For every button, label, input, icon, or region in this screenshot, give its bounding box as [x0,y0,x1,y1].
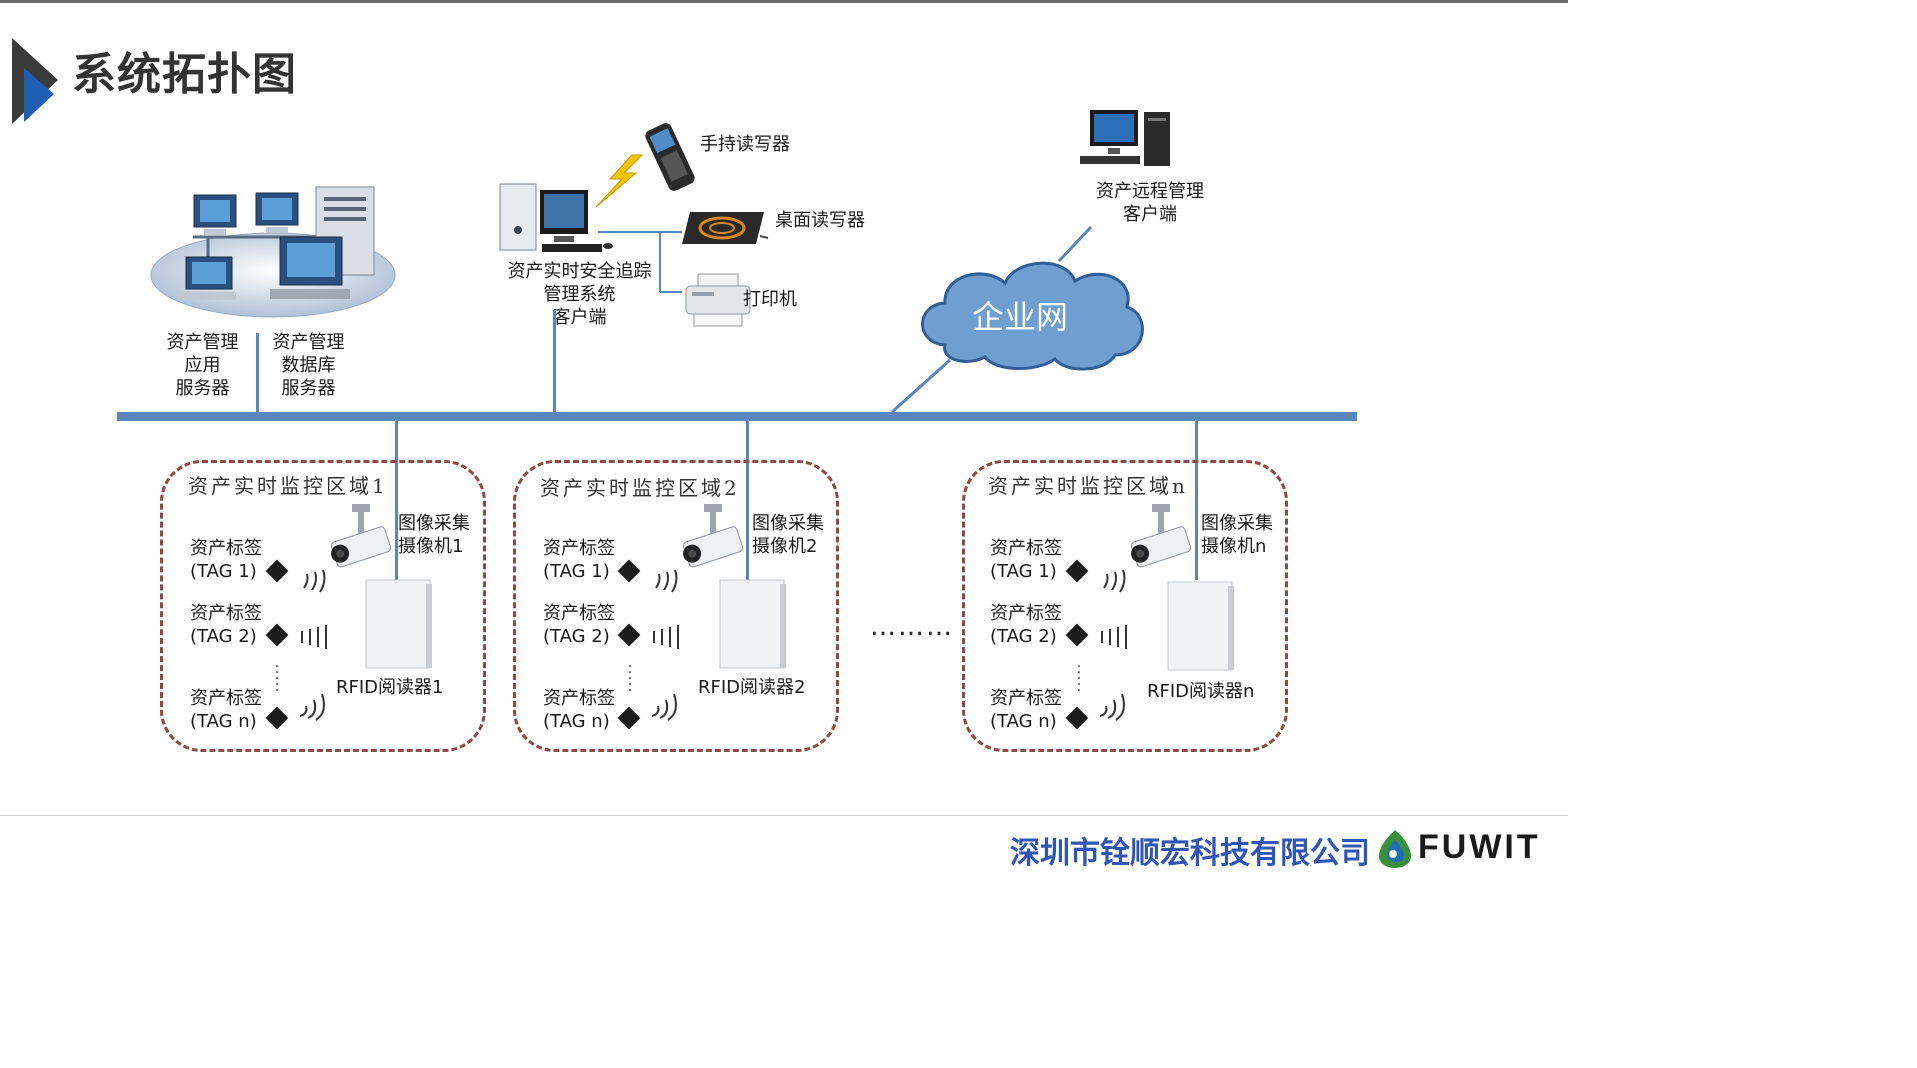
desktop-reader-icon [682,212,769,244]
monitoring-zone-n [962,460,1288,752]
signal-waves-icon [301,625,327,649]
rfid-reader-label: RFID阅读器1 [336,677,444,698]
zone-title: 资产实时监控区域1 [188,474,388,498]
handheld-label: 手持读写器 [700,134,790,155]
tag-chip-icon [265,623,289,647]
zone-title: 资产实时监控区域2 [540,476,740,500]
cloud-label: 企业网 [971,298,1068,336]
asset-tag-id: (TAG 1) [543,561,610,582]
enterprise-network-cloud-icon [921,261,1144,371]
remote-computer-icon [1080,110,1170,166]
top-rule [0,0,1568,3]
asset-tag-id: (TAG n) [543,711,610,732]
camera-label: 图像采集 摄像机1 [398,513,470,557]
signal-waves-icon [303,569,326,593]
asset-tag-label: 资产标签 [543,688,615,709]
asset-tag-label: 资产标签 [190,538,262,559]
more-zones-ellipsis: ……… [870,612,954,642]
asset-tag-label: 资产标签 [990,688,1062,709]
zone-title: 资产实时监控区域n [988,474,1188,498]
asset-tag-label: 资产标签 [990,538,1062,559]
db-server-label: 资产管理 数据库 服务器 [272,332,345,399]
signal-waves-icon [1101,625,1127,649]
signal-waves-icon [651,693,677,721]
signal-waves-icon [653,625,679,649]
signal-waves-icon [299,693,325,721]
rfid-reader-label: RFID阅读器n [1147,681,1255,702]
asset-tag-label: 资产标签 [543,603,615,624]
camera-label: 图像采集 摄像机2 [752,513,824,557]
desktop-reader-label: 桌面读写器 [775,210,865,231]
camera-icon [682,504,744,568]
camera-icon [330,504,392,568]
wireless-lightning-icon [595,154,644,208]
tag-chip-icon [265,559,289,583]
device-connectors [598,231,682,293]
handheld-reader-icon [645,123,695,191]
tag-vertical-dots: ..... [274,655,280,695]
asset-tag-label: 资产标签 [190,603,262,624]
client-computer-icon [499,183,613,252]
signal-waves-icon [1099,693,1125,721]
printer-label: 打印机 [743,289,797,310]
fuwit-logo-icon [1379,830,1411,868]
tag-vertical-dots: ..... [1076,655,1082,695]
app-server-label: 资产管理 应用 服务器 [166,332,239,399]
tag-chip-icon [1065,706,1089,730]
asset-tag-label: 资产标签 [543,538,615,559]
asset-tag-id: (TAG 2) [990,626,1057,647]
rfid-reader-icon [1167,581,1234,671]
tag-chip-icon [617,706,641,730]
zonen-drop-line [1195,420,1198,580]
remote-client-label: 资产远程管理 客户端 [1096,181,1204,225]
asset-tag-id: (TAG 2) [190,626,257,647]
camera-label: 图像采集 摄像机n [1201,513,1273,557]
signal-waves-icon [655,569,678,593]
remote-link-line [1057,225,1093,263]
rfid-reader-icon [365,579,432,669]
network-bus [117,412,1357,421]
rfid-reader-label: RFID阅读器2 [698,677,806,698]
asset-tag-id: (TAG 2) [543,626,610,647]
asset-tag-label: 资产标签 [190,688,262,709]
server-drop-line [256,333,259,413]
tag-chip-icon [1065,559,1089,583]
company-name: 深圳市铨顺宏科技有限公司 [1010,836,1370,871]
client-label: 资产实时安全追踪 管理系统 客户端 [507,261,652,328]
zone1-drop-line [395,420,398,580]
tag-chip-icon [617,623,641,647]
tag-vertical-dots: ..... [627,655,633,695]
zone2-drop-line [746,420,749,580]
asset-tag-id: (TAG 1) [990,561,1057,582]
client-drop-line [553,310,556,413]
title-chevron-icon [12,38,58,124]
signal-waves-icon [1103,569,1126,593]
camera-icon [1130,504,1192,568]
cloud-drop-line [890,358,952,414]
monitoring-zone-1 [160,460,486,752]
tag-chip-icon [617,559,641,583]
footer-rule [0,815,1568,816]
asset-tag-id: (TAG n) [190,711,257,732]
brand-wordmark: FUWIT [1418,828,1541,866]
asset-tag-label: 资产标签 [990,603,1062,624]
printer-icon [685,273,751,327]
server-cluster-icon [150,186,396,318]
asset-tag-id: (TAG n) [990,711,1057,732]
asset-tag-id: (TAG 1) [190,561,257,582]
tag-chip-icon [265,706,289,730]
page-title: 系统拓扑图 [72,49,297,100]
monitoring-zone-2 [513,460,839,752]
tag-chip-icon [1065,623,1089,647]
rfid-reader-icon [719,579,786,669]
